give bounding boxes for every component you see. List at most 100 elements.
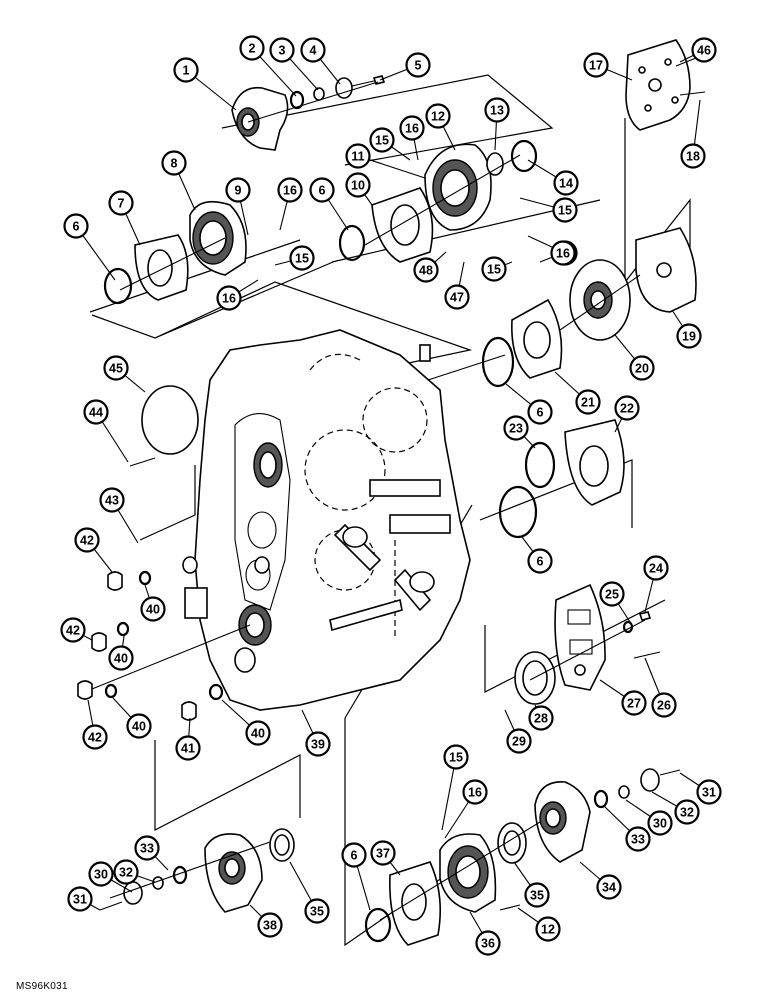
callout-number: 13 [490, 104, 504, 118]
callout-number: 33 [631, 833, 645, 847]
callout-42: 42 [82, 724, 108, 750]
callout-circle [651, 692, 677, 718]
callout-34: 34 [596, 874, 622, 900]
callout-2: 2 [239, 35, 265, 61]
callout-29: 29 [506, 728, 532, 754]
callout-37: 37 [370, 840, 396, 866]
callout-number: 48 [419, 264, 433, 278]
callout-number: 10 [351, 179, 365, 193]
callout-circle [643, 555, 669, 581]
callout-number: 9 [235, 184, 242, 198]
callout-10: 10 [345, 172, 371, 198]
part-drawings [77, 39, 706, 946]
callout-number: 15 [487, 263, 501, 277]
callout-circle [225, 177, 251, 203]
bearing-cap-lower [439, 833, 497, 913]
callout-number: 35 [310, 905, 324, 919]
callout-circle [257, 912, 283, 938]
callout-7: 7 [108, 190, 134, 216]
callout-circle [524, 882, 550, 908]
callout-33: 33 [625, 826, 651, 852]
callout-47: 47 [444, 284, 470, 310]
callout-number: 4 [310, 44, 317, 58]
callout-number: 45 [109, 362, 123, 376]
callout-number: 38 [263, 919, 277, 933]
callout-15: 15 [552, 197, 578, 223]
callout-number: 44 [89, 406, 103, 420]
callout-15: 15 [443, 744, 469, 770]
callout-number: 23 [509, 422, 523, 436]
callout-circle [345, 143, 371, 169]
callout-number: 6 [537, 555, 544, 569]
callout-circle [289, 245, 315, 271]
callout-24: 24 [643, 555, 669, 581]
callout-number: 12 [431, 110, 445, 124]
callout-3: 3 [269, 37, 295, 63]
callout-number: 5 [415, 59, 422, 73]
callout-12: 12 [425, 103, 451, 129]
callout-number: 40 [132, 720, 146, 734]
callout-number: 6 [351, 849, 358, 863]
callout-circle [140, 596, 166, 622]
callout-circle [629, 355, 655, 381]
callout-circle [245, 720, 271, 746]
callout-circle [99, 487, 125, 513]
callout-number: 1 [183, 64, 190, 78]
callout-18: 18 [680, 143, 706, 169]
callout-circle [341, 842, 367, 868]
callout-number: 47 [450, 291, 464, 305]
callout-circle [676, 323, 702, 349]
callout-30: 30 [647, 810, 673, 836]
callout-circle [309, 177, 335, 203]
callout-33: 33 [134, 835, 160, 861]
callout-circle [88, 861, 114, 887]
callout-15: 15 [481, 256, 507, 282]
callout-number: 19 [682, 330, 696, 344]
callout-number: 34 [602, 881, 616, 895]
callout-circle [83, 399, 109, 425]
callout-number: 41 [181, 742, 195, 756]
callout-44: 44 [83, 399, 109, 425]
callout-16: 16 [216, 285, 242, 311]
callout-38: 38 [257, 912, 283, 938]
bearing-cap-left [189, 200, 247, 276]
callout-circle [621, 690, 647, 716]
callout-number: 42 [66, 624, 80, 638]
callout-number: 37 [376, 847, 390, 861]
callout-number: 46 [697, 44, 711, 58]
callout-circle [535, 916, 561, 942]
callout-6: 6 [527, 399, 553, 425]
figure-code: MS96K031 [16, 981, 68, 992]
callout-circle [369, 127, 395, 153]
callout-circle [108, 190, 134, 216]
callout-circle [553, 170, 579, 196]
callout-number: 31 [73, 893, 87, 907]
callout-circle [527, 548, 553, 574]
callout-circle [696, 779, 722, 805]
callout-32: 32 [674, 799, 700, 825]
callout-36: 36 [475, 930, 501, 956]
callout-circle [550, 240, 576, 266]
callout-number: 6 [319, 184, 326, 198]
callout-circle [126, 713, 152, 739]
callout-circle [277, 177, 303, 203]
pump-body [569, 259, 631, 341]
callout-15: 15 [369, 127, 395, 153]
callout-16: 16 [399, 115, 425, 141]
callout-number: 42 [80, 534, 94, 548]
callout-number: 28 [534, 712, 548, 726]
callout-19: 19 [676, 323, 702, 349]
callout-45: 45 [103, 355, 129, 381]
callout-17: 17 [583, 52, 609, 78]
callout-26: 26 [651, 692, 677, 718]
callout-number: 16 [222, 292, 236, 306]
callout-40: 40 [140, 596, 166, 622]
callout-35: 35 [524, 882, 550, 908]
callout-5: 5 [405, 52, 431, 78]
callout-28: 28 [528, 705, 554, 731]
callout-number: 40 [251, 727, 265, 741]
callout-circle [552, 197, 578, 223]
callout-6: 6 [527, 548, 553, 574]
callout-circle [74, 527, 100, 553]
callout-number: 15 [375, 134, 389, 148]
